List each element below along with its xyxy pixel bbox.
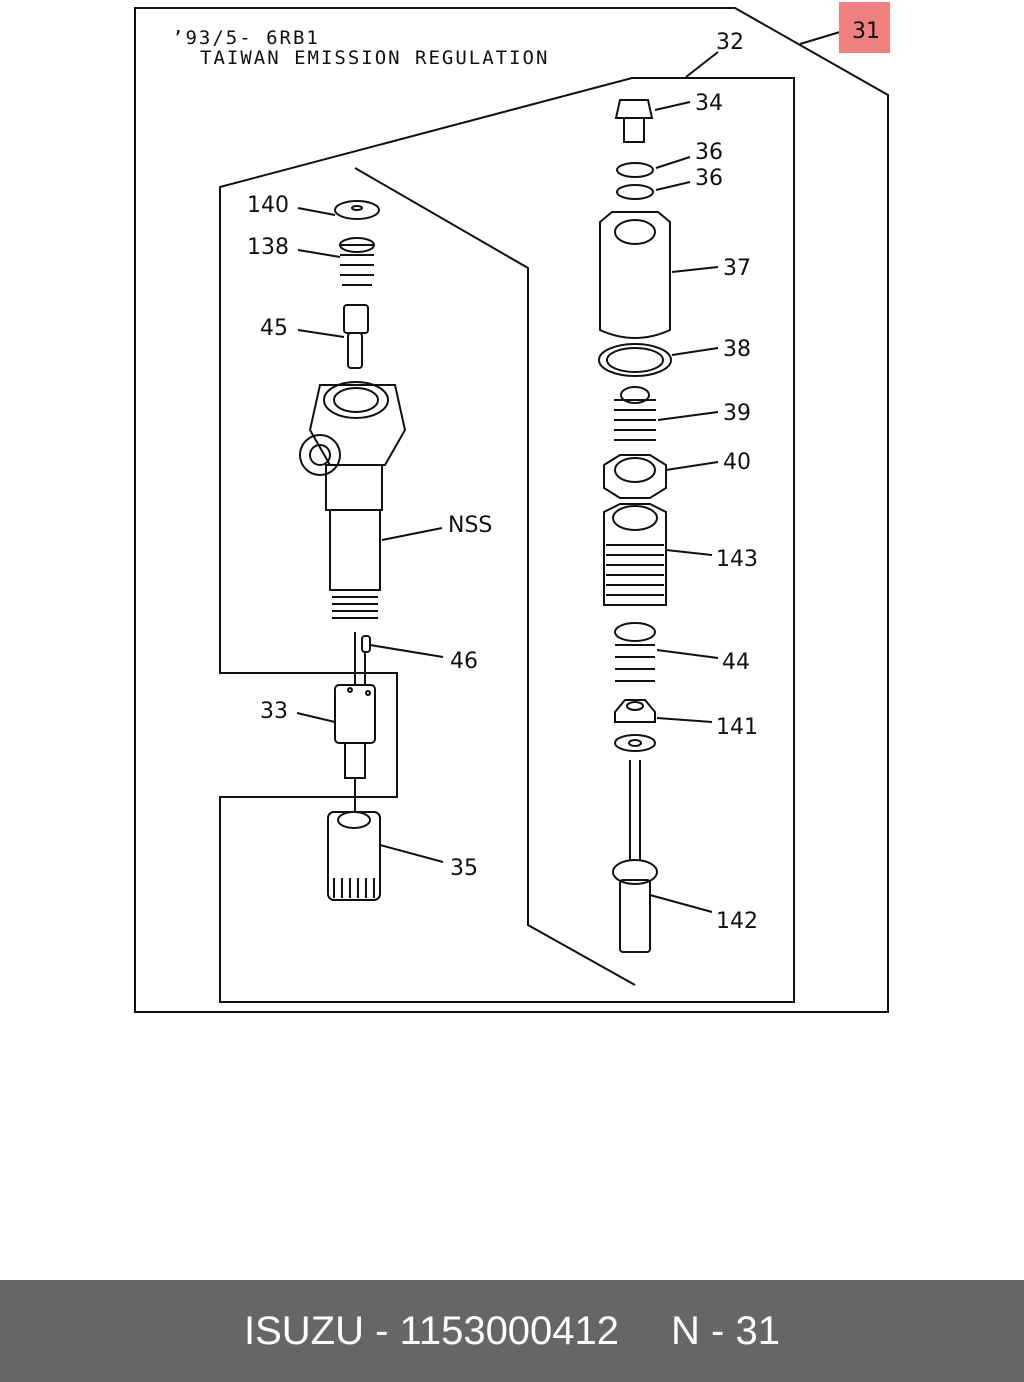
callout-38: 38 — [723, 337, 751, 362]
callout-45: 45 — [260, 316, 288, 341]
callout-143: 143 — [716, 547, 758, 572]
header-model: ’93/5- 6RB1 — [172, 27, 320, 49]
callout-nss: NSS — [448, 513, 492, 538]
callout-39: 39 — [723, 401, 751, 426]
header-regulation: TAIWAN EMISSION REGULATION — [200, 47, 549, 69]
page-badge — [839, 2, 890, 53]
assembly-frame — [219, 77, 795, 1003]
callout-33: 33 — [260, 699, 288, 724]
callout-46: 46 — [450, 649, 478, 674]
callout-37: 37 — [723, 256, 751, 281]
footer-part-reference: ISUZU - 1153000412 — [244, 1308, 620, 1353]
callout-140: 140 — [247, 193, 289, 218]
callout-138: 138 — [247, 235, 289, 260]
footer-page-reference: N - 31 — [671, 1308, 780, 1353]
callout-36b: 36 — [695, 166, 723, 191]
callout-35: 35 — [450, 856, 478, 881]
callout-32: 32 — [716, 30, 744, 55]
page-badge-number: 31 — [852, 19, 880, 44]
outer-frame — [134, 7, 889, 1013]
callout-142: 142 — [716, 909, 758, 934]
callout-34: 34 — [695, 91, 723, 116]
callout-40: 40 — [723, 450, 751, 475]
callout-141: 141 — [716, 715, 758, 740]
parts-diagram: 31 ’93/5- 6RB1 TAIWAN EMISSION REGULATIO… — [134, 2, 890, 1013]
callout-44: 44 — [722, 650, 750, 675]
callout-36a: 36 — [695, 140, 723, 165]
footer-bar: ISUZU - 1153000412 N - 31 — [0, 1280, 1024, 1382]
